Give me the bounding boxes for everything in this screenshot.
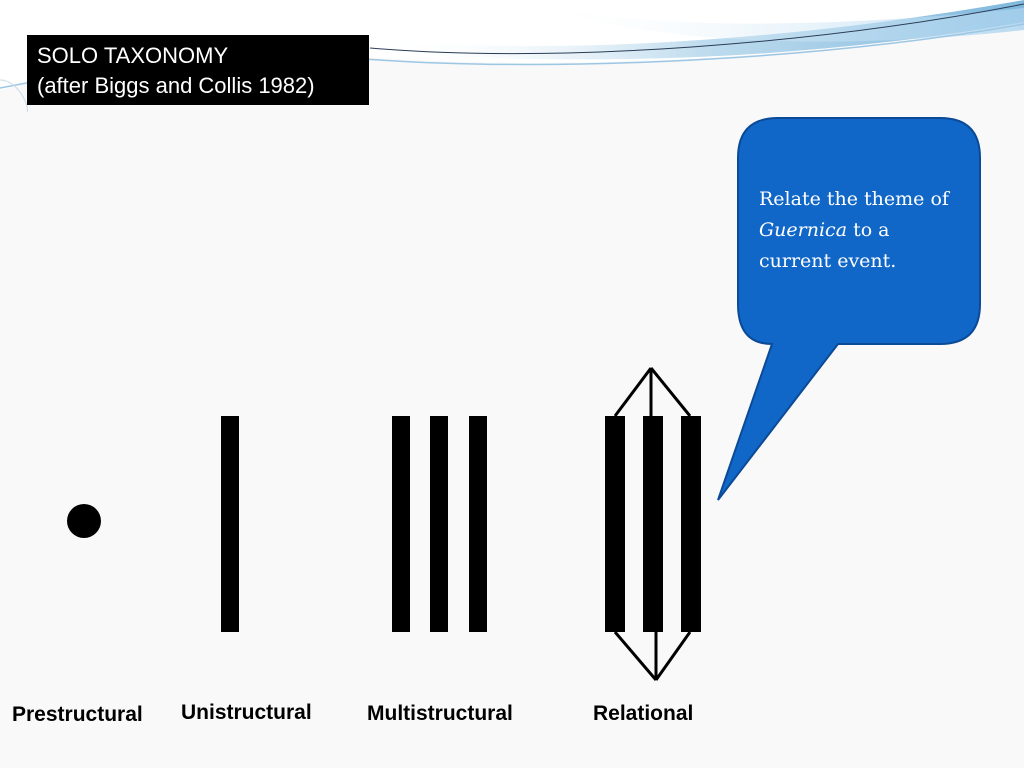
callout-text-after: to a current event. xyxy=(759,219,897,272)
callout-text-before: Relate the theme of xyxy=(759,188,949,210)
callout-text: Relate the theme of Guernica to a curren… xyxy=(759,184,964,277)
background-swoosh xyxy=(0,0,1024,113)
relational-connectors xyxy=(613,367,692,681)
label-prestructural: Prestructural xyxy=(12,703,143,726)
relational-bar xyxy=(605,416,625,632)
title-line-1: SOLO TAXONOMY xyxy=(37,43,229,68)
label-multistructural: Multistructural xyxy=(367,702,513,725)
prestructural-dot xyxy=(67,504,101,538)
unistructural-bar xyxy=(221,416,239,632)
relational-bar xyxy=(643,416,663,632)
label-relational: Relational xyxy=(593,702,694,725)
speech-bubble xyxy=(717,117,981,501)
title-line-2: (after Biggs and Collis 1982) xyxy=(37,73,315,98)
relational-bar xyxy=(681,416,701,632)
label-unistructural: Unistructural xyxy=(181,701,312,724)
multistructural-bar xyxy=(430,416,448,632)
callout-emphasis: Guernica xyxy=(759,219,848,241)
multistructural-bar xyxy=(392,416,410,632)
multistructural-bar xyxy=(469,416,487,632)
title-box: SOLO TAXONOMY (after Biggs and Collis 19… xyxy=(27,35,369,105)
